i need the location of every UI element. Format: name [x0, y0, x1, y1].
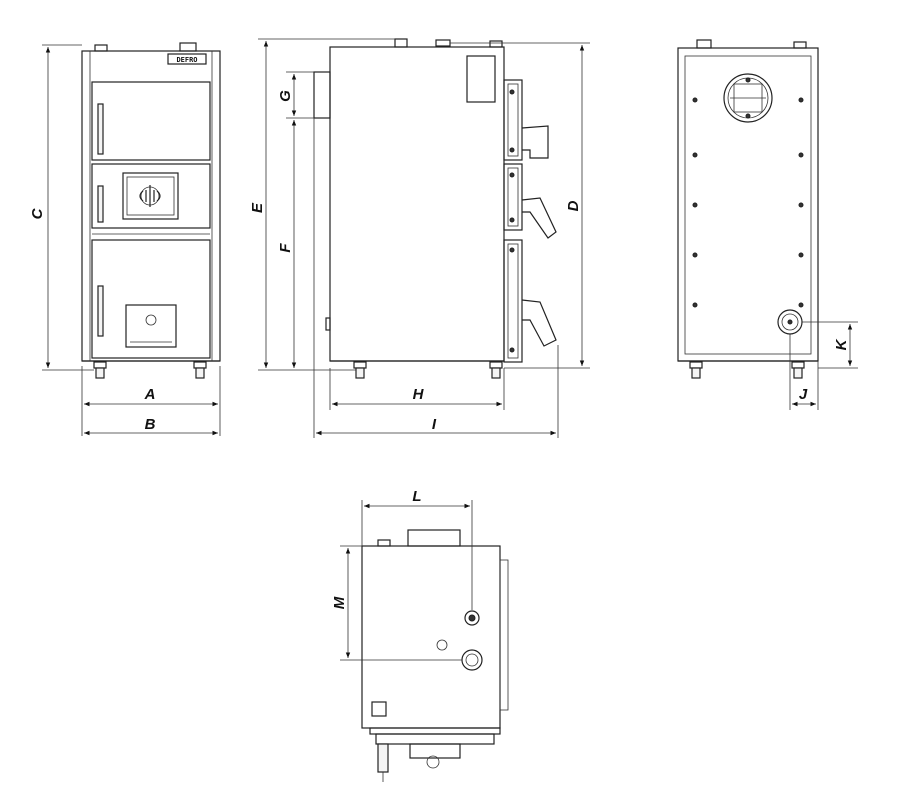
- front-view: DEFRO C A: [29, 42, 221, 436]
- upper-door-handle: [97, 103, 104, 155]
- lower-handle: [521, 299, 557, 347]
- dim-label-e: E: [249, 202, 266, 213]
- top-view: L M: [331, 488, 509, 782]
- back-view: K J: [677, 39, 858, 410]
- dim-label-j: J: [799, 386, 808, 403]
- return-connector-top: [461, 649, 483, 671]
- middle-handle: [521, 197, 557, 239]
- return-pipe-connector: [777, 309, 803, 335]
- dim-label-a: A: [144, 386, 156, 403]
- ash-door: [125, 304, 177, 348]
- brand-logo-plate: DEFRO: [167, 53, 207, 65]
- dim-label-i: I: [432, 416, 437, 433]
- flue-connector: [723, 73, 773, 123]
- lower-door: [91, 239, 211, 359]
- dim-label-m: M: [331, 596, 348, 609]
- dim-label-b: B: [145, 416, 156, 433]
- dim-label-l: L: [412, 488, 421, 505]
- dim-label-g: G: [277, 90, 294, 102]
- dim-label-c: C: [29, 207, 46, 219]
- inspection-plate: [122, 172, 179, 220]
- dim-label-k: K: [833, 338, 850, 350]
- upper-handle: [521, 125, 549, 159]
- supply-connector: [464, 610, 480, 626]
- side-view: E G F D H I: [249, 38, 590, 438]
- dim-label-h: H: [413, 386, 425, 403]
- flue-outlet: [313, 71, 331, 119]
- dim-label-d: D: [565, 200, 582, 211]
- brand-logo-text: DEFRO: [176, 56, 197, 64]
- dim-label-f: F: [277, 243, 294, 253]
- middle-door: [91, 163, 211, 229]
- data-plate: [466, 55, 496, 103]
- flue-top: [407, 529, 461, 547]
- upper-door: [91, 81, 211, 161]
- fan-symbol-icon: [139, 185, 161, 207]
